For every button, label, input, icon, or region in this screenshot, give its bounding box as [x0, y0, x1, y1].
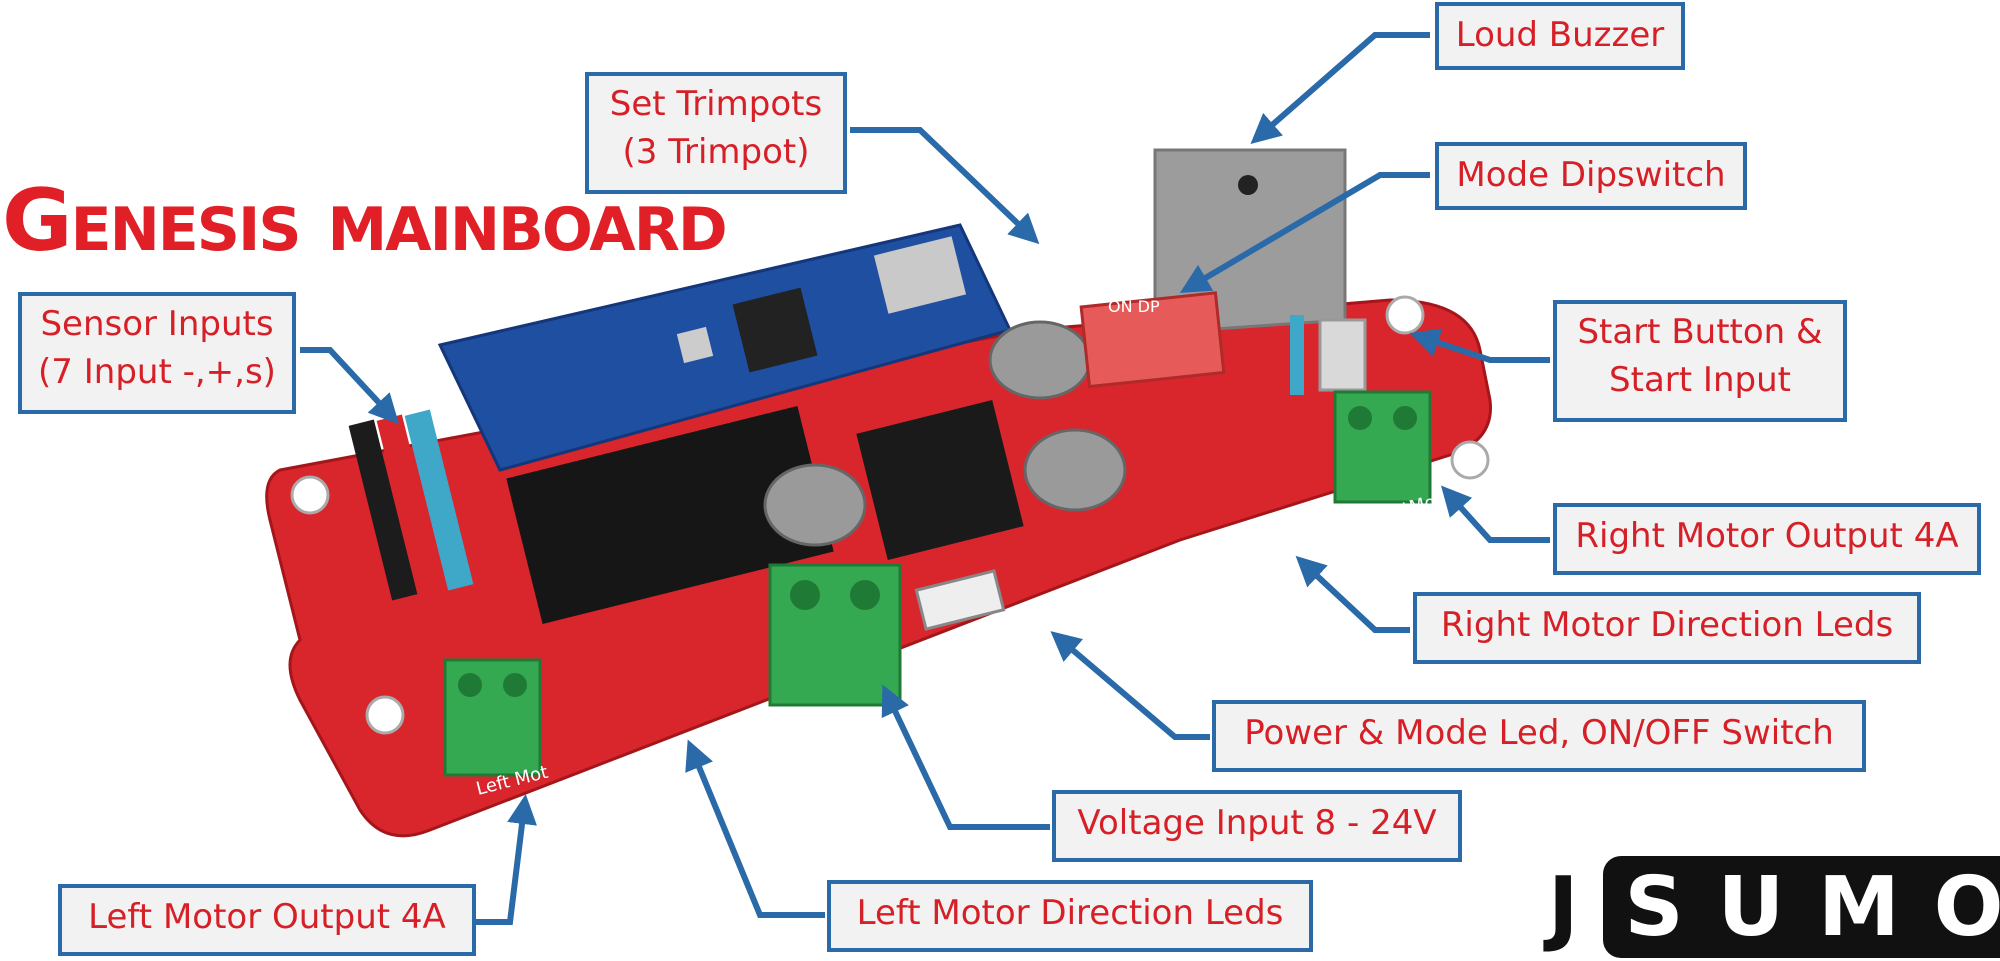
label-power-mode-text: Power & Mode Led, ON/OFF Switch	[1244, 713, 1834, 753]
arrow-voltage-input	[881, 684, 1050, 830]
label-sensor-inputs: Sensor Inputs (7 Input -,+,s)	[18, 292, 296, 414]
arrow-sensor-inputs	[300, 347, 400, 425]
arrow-loud-buzzer	[1250, 32, 1430, 144]
label-left-motor-leds: Left Motor Direction Leds	[827, 880, 1313, 952]
label-loud-buzzer-text: Loud Buzzer	[1455, 15, 1665, 55]
label-right-motor-output-text: Right Motor Output 4A	[1575, 516, 1959, 556]
label-set-trimpots-line1: Set Trimpots	[609, 84, 823, 124]
label-start-button: Start Button & Start Input	[1553, 300, 1847, 422]
label-right-motor-leds-text: Right Motor Direction Leds	[1440, 605, 1894, 645]
arduino-nano	[437, 223, 1013, 472]
terminal-blocks	[443, 390, 1432, 777]
arrow-power-mode	[1050, 631, 1210, 740]
dip-switch: ON DP	[1079, 291, 1226, 389]
arrow-left-motor-output	[475, 794, 537, 925]
label-mode-dipswitch: Mode Dipswitch	[1435, 142, 1747, 210]
arrow-mode-dipswitch	[1179, 172, 1430, 294]
label-start-button-line1: Start Button &	[1577, 312, 1823, 352]
label-loud-buzzer: Loud Buzzer	[1435, 2, 1685, 70]
label-set-trimpots-line2: (3 Trimpot)	[622, 132, 810, 172]
logo-j: J	[1548, 859, 1579, 955]
label-power-mode: Power & Mode Led, ON/OFF Switch	[1212, 700, 1866, 772]
regulator-box	[856, 399, 1024, 561]
arrow-right-motor-leds	[1295, 555, 1410, 633]
label-left-motor-output-text: Left Motor Output 4A	[88, 897, 446, 937]
leader-arrows	[300, 32, 1550, 925]
power-switch	[914, 569, 1006, 631]
label-mode-dipswitch-text: Mode Dipswitch	[1456, 155, 1726, 195]
arrow-set-trimpots	[850, 127, 1040, 245]
label-left-motor-leds-text: Left Motor Direction Leds	[856, 893, 1284, 933]
dip-on-dp-text: ON DP	[1108, 297, 1160, 316]
start-button	[1290, 315, 1367, 395]
label-voltage-input: Voltage Input 8 - 24V	[1052, 790, 1462, 862]
label-sensor-inputs-line1: Sensor Inputs	[40, 304, 274, 344]
label-right-motor-leds: Right Motor Direction Leds	[1413, 592, 1921, 664]
arrow-right-motor-output	[1440, 485, 1550, 543]
label-voltage-input-text: Voltage Input 8 - 24V	[1077, 803, 1437, 843]
header-block	[506, 405, 834, 625]
arrow-left-motor-leds	[685, 739, 825, 918]
logo-sumo: SUMO	[1602, 856, 2000, 958]
label-start-button-line2: Start Input	[1609, 360, 1791, 400]
label-sensor-inputs-line2: (7 Input -,+,s)	[38, 352, 276, 392]
arrow-start-button	[1409, 328, 1550, 363]
capacitors	[763, 320, 1127, 547]
jsumo-logo: J SUMO	[1548, 856, 2000, 958]
sensor-headers	[348, 409, 474, 601]
label-set-trimpots: Set Trimpots (3 Trimpot)	[585, 72, 847, 194]
label-right-motor-output: Right Motor Output 4A	[1553, 503, 1981, 575]
label-left-motor-output: Left Motor Output 4A	[58, 884, 476, 956]
